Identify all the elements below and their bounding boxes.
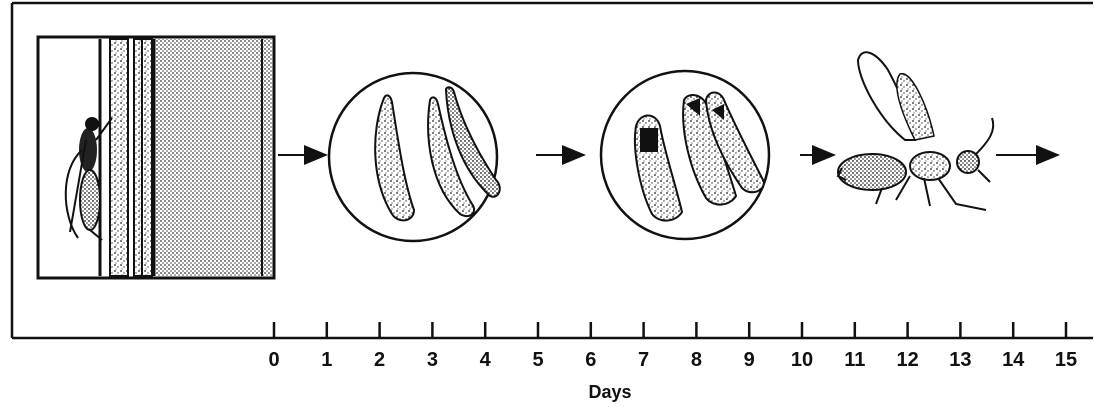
- axis-title: Days: [588, 382, 631, 402]
- axis-tick-label: 9: [744, 349, 755, 371]
- axis-tick-label: 3: [427, 349, 438, 371]
- wasp-ovipositing-on-bark-icon: [38, 37, 274, 278]
- axis-tick-label: 5: [532, 349, 543, 371]
- axis-tick-label: 7: [638, 349, 649, 371]
- axis-tick-label: 1: [321, 349, 332, 371]
- axis-tick-label: 14: [1002, 349, 1025, 371]
- adult-wasp-icon: [838, 52, 993, 210]
- axis-tick-label: 15: [1055, 349, 1077, 371]
- axis-tick-label: 10: [791, 349, 813, 371]
- eggs-or-young-larvae-icon: [329, 73, 500, 241]
- axis-tick-label: 12: [896, 349, 918, 371]
- axis-tick-label: 8: [691, 349, 702, 371]
- axis-tick-label: 4: [480, 349, 492, 371]
- axis-tick-label: 0: [268, 349, 279, 371]
- axis-tick-label: 6: [585, 349, 596, 371]
- axis-tick-label: 13: [949, 349, 971, 371]
- mature-larvae-icon: [601, 71, 769, 239]
- axis-tick-label: 2: [374, 349, 385, 371]
- axis-tick-label: 11: [844, 349, 865, 371]
